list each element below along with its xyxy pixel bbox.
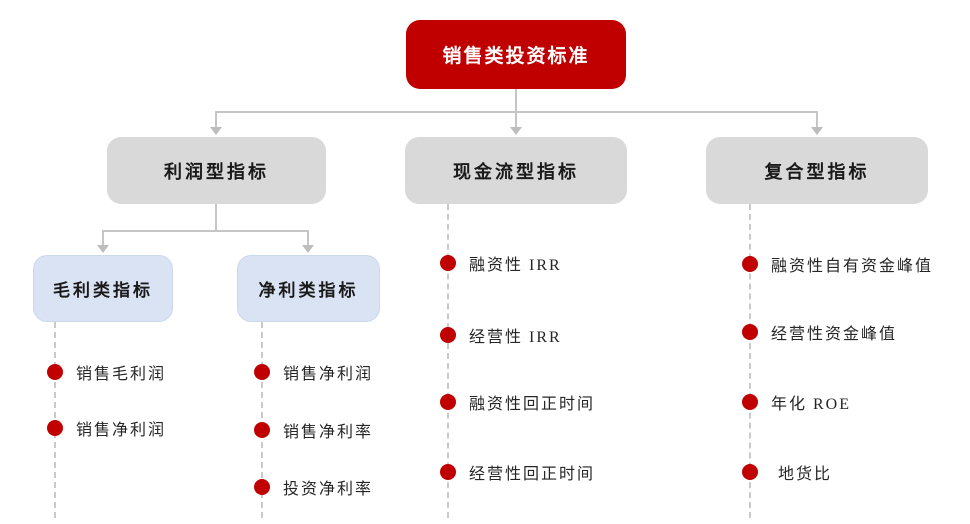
bullet-icon — [742, 256, 758, 272]
branch-node-composite: 复合型指标 — [706, 137, 928, 204]
list-item: 融资性回正时间 — [440, 390, 595, 414]
arrow-down-icon — [97, 245, 109, 253]
list-item: 投资净利率 — [254, 475, 373, 499]
bullet-icon — [742, 324, 758, 340]
list-item: 经营性 IRR — [440, 323, 562, 347]
branch-node-cashflow-label: 现金流型指标 — [453, 161, 579, 182]
root-node: 销售类投资标准 — [406, 20, 626, 89]
subnode-gross-profit: 毛利类指标 — [33, 255, 173, 322]
bullet-icon — [440, 464, 456, 480]
connector-stub-net — [307, 230, 309, 246]
subnode-gross-profit-label: 毛利类指标 — [53, 281, 153, 300]
list-item: 销售净利润 — [254, 360, 373, 384]
item-label: 经营性 IRR — [469, 329, 562, 346]
list-item: 销售毛利润 — [47, 360, 166, 384]
branch-node-cashflow: 现金流型指标 — [405, 137, 627, 204]
item-label: 销售净利率 — [283, 424, 374, 441]
bullet-icon — [742, 394, 758, 410]
subnode-net-profit-label: 净利类指标 — [258, 281, 359, 300]
branch-node-composite-label: 复合型指标 — [764, 161, 870, 182]
item-label: 融资性 IRR — [469, 257, 562, 274]
connector-stub-center — [515, 111, 517, 128]
arrow-down-icon — [811, 127, 823, 135]
subnode-net-profit: 净利类指标 — [237, 255, 380, 322]
list-item: 融资性 IRR — [440, 251, 562, 275]
bullet-icon — [254, 422, 270, 438]
list-item: 销售净利率 — [254, 418, 373, 442]
bullet-icon — [254, 364, 270, 380]
bullet-icon — [47, 364, 63, 380]
connector-level2-crossbar — [102, 230, 309, 232]
item-label: 销售净利润 — [76, 422, 167, 439]
dashed-connector-col2 — [261, 322, 263, 518]
item-label: 经营性回正时间 — [469, 466, 596, 483]
dashed-connector-col4 — [749, 204, 751, 518]
arrow-down-icon — [302, 245, 314, 253]
connector-stub-right — [816, 111, 818, 128]
list-item: 销售净利润 — [47, 416, 166, 440]
connector-stub-gross — [102, 230, 104, 246]
item-label: 年化 ROE — [771, 396, 852, 413]
list-item: 年化 ROE — [742, 390, 851, 414]
connector-stub-left — [215, 111, 217, 128]
connector-profit-stem — [215, 204, 217, 230]
bullet-icon — [742, 464, 758, 480]
item-label: 投资净利率 — [283, 481, 374, 498]
root-node-label: 销售类投资标准 — [442, 46, 590, 67]
arrow-down-icon — [510, 127, 522, 135]
list-item: 融资性自有资金峰值 — [742, 252, 933, 276]
list-item: 经营性回正时间 — [440, 460, 595, 484]
arrow-down-icon — [210, 127, 222, 135]
bullet-icon — [47, 420, 63, 436]
item-label: 销售净利润 — [283, 366, 374, 383]
item-label: 销售毛利润 — [76, 366, 167, 383]
dashed-connector-col3 — [447, 204, 449, 518]
branch-node-profit: 利润型指标 — [107, 137, 326, 204]
connector-root-stem — [515, 89, 517, 111]
list-item: 地货比 — [742, 460, 832, 484]
list-item: 经营性资金峰值 — [742, 320, 897, 344]
bullet-icon — [440, 394, 456, 410]
item-label: 融资性回正时间 — [469, 396, 596, 413]
item-label: 地货比 — [778, 466, 833, 483]
bullet-icon — [254, 479, 270, 495]
item-label: 经营性资金峰值 — [771, 326, 898, 343]
item-label: 融资性自有资金峰值 — [771, 258, 934, 275]
branch-node-profit-label: 利润型指标 — [164, 161, 269, 182]
bullet-icon — [440, 255, 456, 271]
bullet-icon — [440, 327, 456, 343]
